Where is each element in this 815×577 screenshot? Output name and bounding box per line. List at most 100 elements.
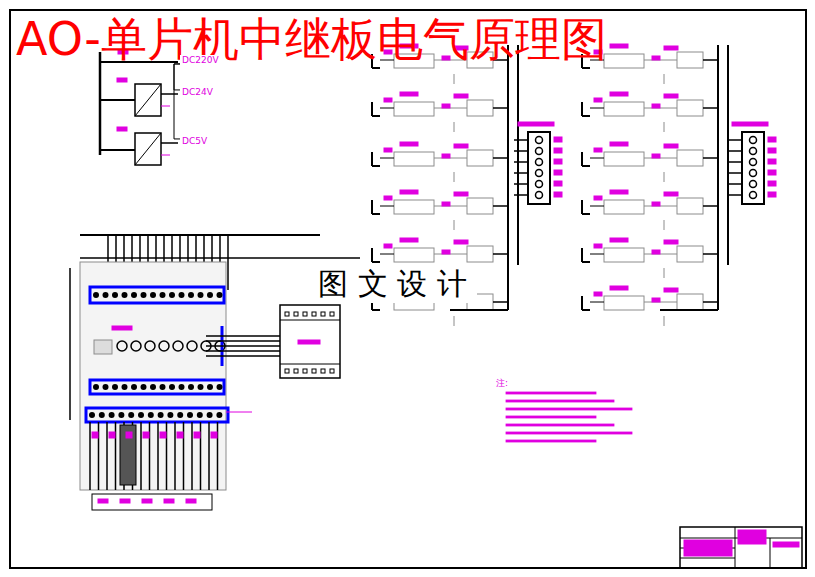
title-block-line — [680, 558, 735, 559]
pin-mark — [652, 104, 660, 108]
relay-wire — [590, 254, 604, 255]
pin-mark — [177, 432, 183, 438]
power-wire — [99, 52, 102, 155]
terminal-screw — [93, 292, 99, 298]
contact-symbol — [677, 100, 703, 116]
pin-mark — [652, 202, 660, 206]
pin-mark — [120, 499, 130, 503]
relay-coil-lead — [582, 165, 590, 167]
terminal-screw — [89, 412, 95, 418]
terminal-screw — [198, 384, 204, 390]
relay-wire — [454, 172, 455, 182]
contact-symbol — [677, 198, 703, 214]
relay-wire — [380, 158, 394, 159]
relay-coil-lead — [372, 165, 380, 167]
pin-mark — [652, 154, 660, 158]
relay-coil-lead — [582, 213, 590, 215]
relay-coil-lead — [371, 152, 373, 166]
adjust-knob — [173, 341, 183, 351]
note-line — [506, 432, 632, 434]
relay-coil-lead — [581, 102, 583, 116]
pin-mark — [610, 286, 628, 290]
terminal-screw — [294, 312, 298, 316]
title-block-fill — [738, 530, 766, 544]
terminal-screw — [128, 412, 134, 418]
terminal-screw — [118, 412, 124, 418]
relay-wire — [590, 158, 604, 159]
io-wire — [208, 422, 210, 490]
terminal-screw — [112, 384, 118, 390]
relay-bus — [660, 309, 718, 311]
terminal-wire — [728, 172, 742, 174]
voltage-label: DC24V — [182, 88, 213, 98]
terminal-screw — [198, 292, 204, 298]
terminal-screw — [536, 181, 543, 188]
relay-wire — [493, 301, 508, 303]
relay-bus — [507, 45, 509, 310]
io-wire — [157, 422, 159, 490]
terminal-wire — [728, 194, 742, 196]
bus-cable — [206, 335, 280, 337]
pin-mark — [454, 144, 468, 148]
title-block-line — [735, 527, 736, 568]
pin-mark — [554, 181, 562, 186]
pin-mark — [664, 46, 678, 50]
bus-cable — [206, 355, 280, 357]
supply-wire — [174, 64, 180, 139]
contact-symbol — [467, 246, 493, 262]
relay-coil-lead — [371, 248, 373, 262]
terminal-wire — [514, 172, 528, 174]
bus-cable — [206, 350, 280, 352]
pin-mark — [610, 142, 628, 146]
pin-mark — [164, 499, 174, 503]
relay-coil-lead — [371, 102, 373, 116]
pin-mark — [594, 98, 602, 102]
terminal-screw — [750, 192, 757, 199]
terminal-screw — [750, 148, 757, 155]
relay-symbol — [394, 152, 434, 166]
terminal-screw — [188, 384, 194, 390]
relay-wire — [493, 205, 508, 207]
io-wire — [174, 422, 176, 490]
relay-coil-lead — [372, 67, 380, 69]
terminal-screw — [160, 292, 166, 298]
relay-wire — [703, 107, 718, 109]
io-wire — [227, 235, 229, 290]
relay-wire — [454, 74, 455, 84]
pin-mark — [652, 250, 660, 254]
terminal-screw — [103, 292, 109, 298]
note-line — [506, 440, 596, 442]
terminal-screw — [536, 137, 543, 144]
terminal-screw — [93, 384, 99, 390]
relay-wire — [703, 59, 718, 61]
relay-wire — [380, 254, 394, 255]
pin-mark — [594, 244, 602, 248]
pin-mark — [518, 122, 554, 126]
terminal-screw — [122, 384, 128, 390]
terminal-screw — [122, 292, 128, 298]
terminal-screw — [217, 384, 223, 390]
pin-mark — [768, 181, 776, 186]
pin-mark — [109, 432, 115, 438]
relay-coil-lead — [582, 261, 590, 263]
terminal-screw — [148, 412, 154, 418]
power-wire — [161, 93, 178, 95]
relay-coil-lead — [371, 200, 373, 214]
terminal-strip — [92, 494, 212, 510]
relay-coil-lead — [581, 200, 583, 214]
contact-symbol — [677, 246, 703, 262]
leader-line — [226, 412, 252, 413]
terminal-screw — [207, 292, 213, 298]
title-block-line — [770, 538, 771, 568]
relay-symbol — [394, 200, 434, 214]
io-wire — [80, 257, 360, 259]
terminal-screw — [536, 192, 543, 199]
terminal-screw — [750, 137, 757, 144]
contact-symbol — [467, 150, 493, 166]
terminal-block — [528, 132, 550, 204]
terminal-screw — [150, 292, 156, 298]
watermark-box: 图 文 设 计 — [308, 264, 477, 303]
pin-mark — [554, 170, 562, 175]
terminal-wire — [514, 183, 528, 185]
terminal-row-highlight — [90, 380, 224, 394]
